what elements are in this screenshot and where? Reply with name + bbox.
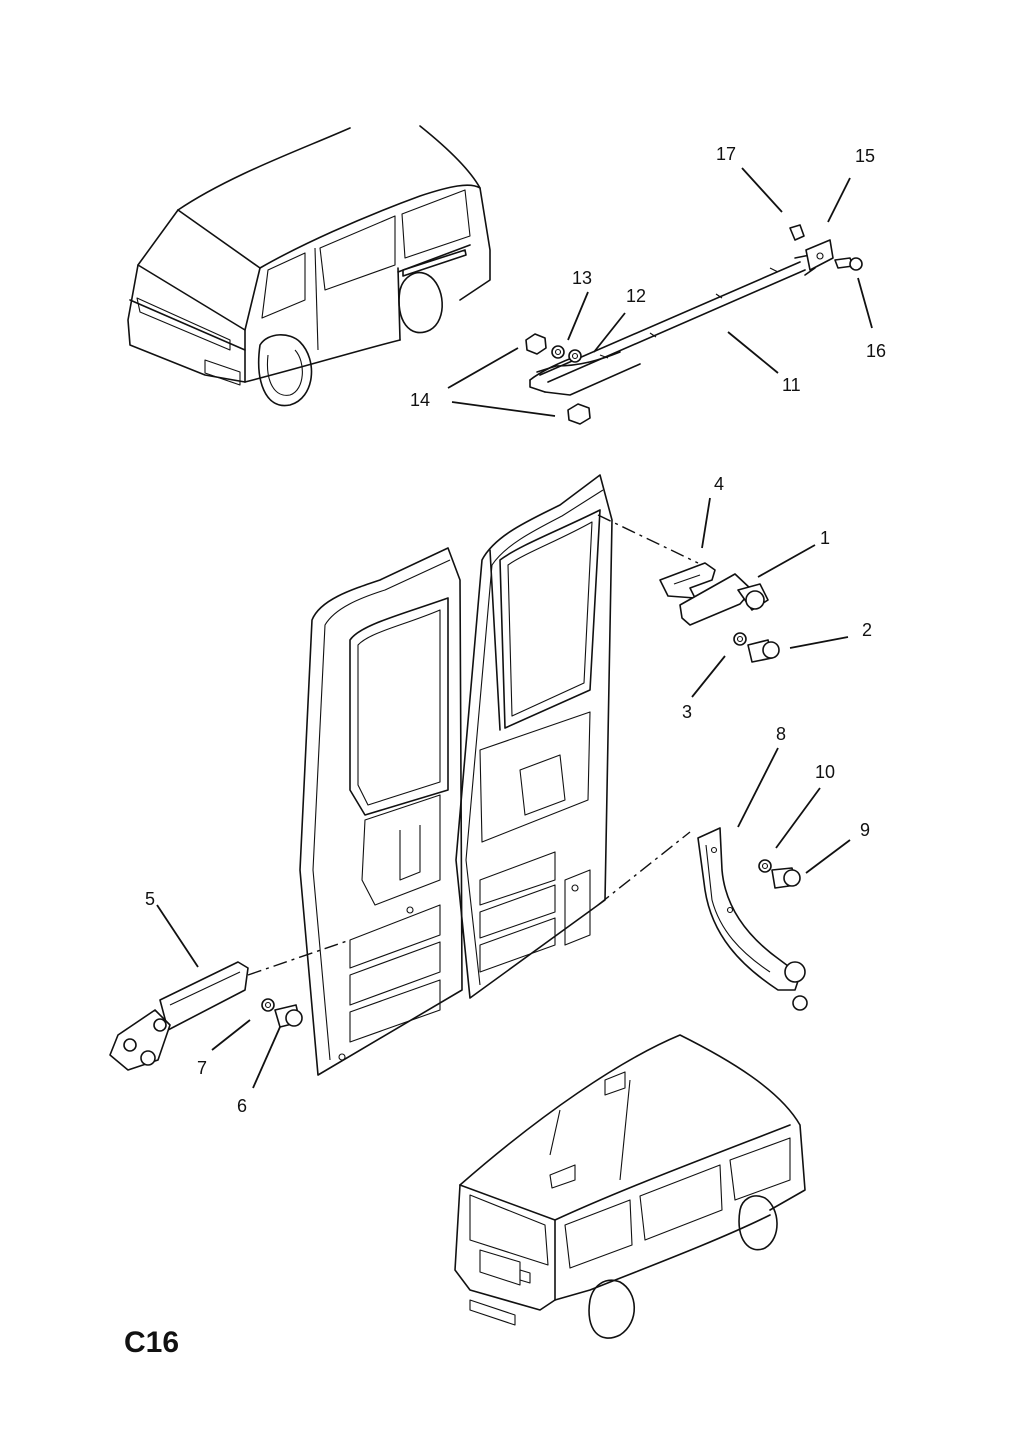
part-label-11: 11 bbox=[782, 375, 801, 395]
part-label-5: 5 bbox=[145, 889, 155, 909]
part-label-12: 12 bbox=[626, 286, 646, 306]
alignment-lines bbox=[247, 514, 699, 976]
van-front-illustration bbox=[127, 125, 491, 407]
part-label-1: 1 bbox=[820, 528, 830, 548]
part-label-9: 9 bbox=[860, 820, 870, 840]
part-label-16: 16 bbox=[866, 341, 886, 361]
part-label-7: 7 bbox=[197, 1058, 207, 1078]
part-label-13: 13 bbox=[572, 268, 592, 288]
part-label-2: 2 bbox=[862, 620, 872, 640]
leader-lines bbox=[156, 167, 873, 1089]
left-hinge-illustration bbox=[109, 961, 303, 1071]
part-label-6: 6 bbox=[237, 1096, 247, 1116]
van-rear-illustration bbox=[454, 1034, 806, 1339]
part-label-4: 4 bbox=[714, 474, 724, 494]
part-label-17: 17 bbox=[716, 144, 736, 164]
part-label-8: 8 bbox=[776, 724, 786, 744]
upper-hinge-illustration bbox=[659, 562, 780, 663]
part-label-10: 10 bbox=[815, 762, 835, 782]
rear-doors-illustration bbox=[299, 474, 613, 1076]
part-label-3: 3 bbox=[682, 702, 692, 722]
sliding-door-rail-illustration bbox=[525, 224, 863, 425]
lower-hinge-illustration bbox=[697, 827, 808, 1011]
part-label-14: 14 bbox=[410, 390, 430, 410]
diagram-code: C16 bbox=[124, 1326, 179, 1359]
part-labels: 17 15 16 13 12 11 14 4 1 2 3 8 10 9 5 7 … bbox=[145, 144, 886, 1116]
part-label-15: 15 bbox=[855, 146, 875, 166]
